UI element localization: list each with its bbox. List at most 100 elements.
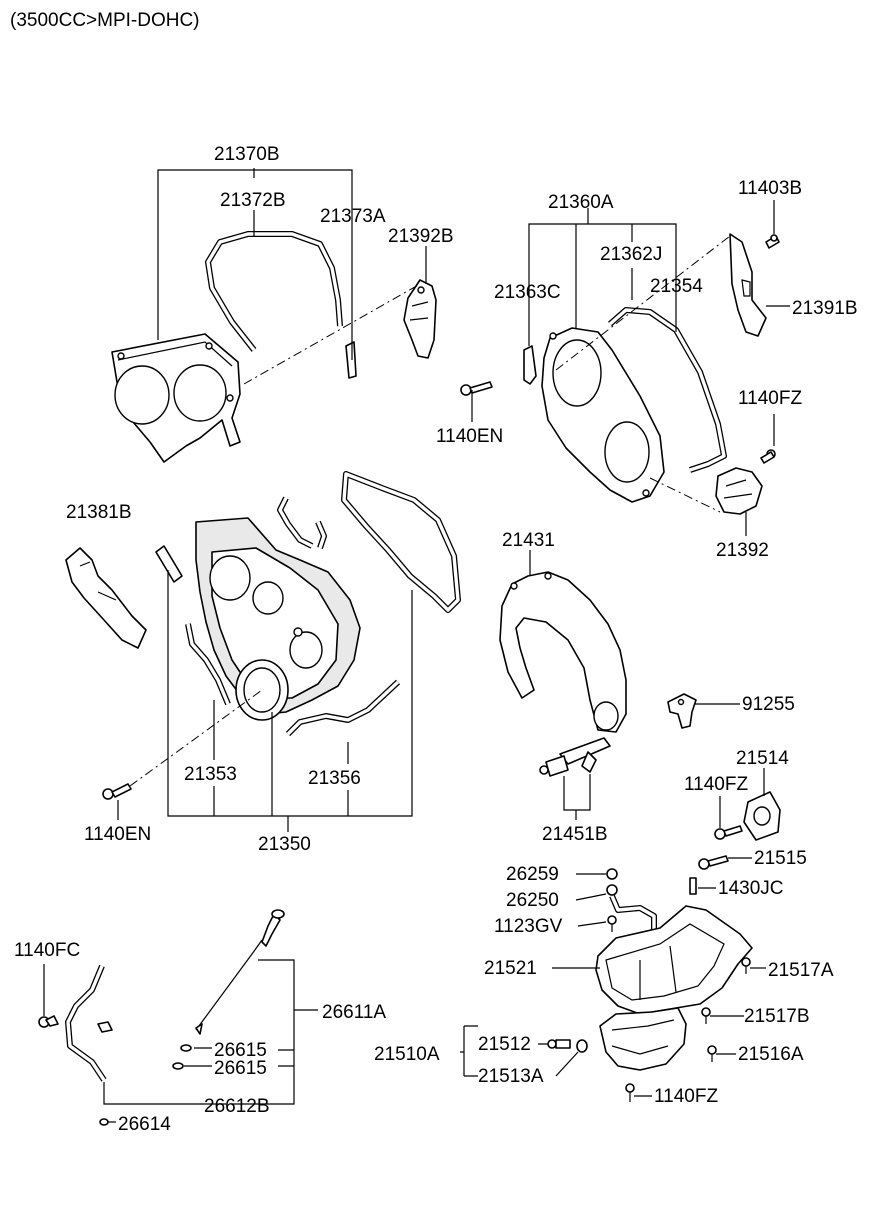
dipstick-26611A[interactable] — [195, 909, 285, 1035]
gasket-21513A[interactable] — [576, 1039, 588, 1053]
timing-cover-upper-left[interactable] — [111, 333, 241, 463]
label-26615-b: 26615 — [214, 1058, 267, 1079]
label-21381B: 21381B — [66, 502, 132, 523]
bolt-1140FZ-top[interactable] — [760, 449, 776, 464]
o-ring-26615-a[interactable] — [180, 1044, 192, 1052]
label-21362J: 21362J — [600, 244, 662, 265]
label-21514: 21514 — [736, 748, 789, 769]
gasket-21353[interactable] — [185, 623, 231, 706]
label-21512: 21512 — [478, 1034, 531, 1055]
label-1430JC: 1430JC — [718, 878, 784, 899]
plate-21431[interactable] — [499, 571, 627, 733]
seal-21353-ring[interactable] — [235, 659, 289, 721]
leader-21391B — [555, 235, 731, 371]
o-ring-26615-b[interactable] — [172, 1062, 184, 1070]
label-21521: 21521 — [484, 958, 537, 979]
label-21370B: 21370B — [214, 144, 280, 165]
bolt-1140EN-bottom[interactable] — [102, 783, 132, 800]
gasket-21356[interactable] — [285, 679, 401, 737]
label-21363C: 21363C — [494, 282, 561, 303]
label-21517B: 21517B — [744, 1006, 810, 1027]
label-1140FZ-mid: 1140FZ — [684, 774, 748, 795]
bracket-line-21350 — [167, 570, 413, 832]
label-1140FC: 1140FC — [14, 940, 80, 961]
cover-21514[interactable] — [743, 791, 781, 841]
pin-1430JC[interactable] — [689, 877, 697, 895]
label-1140FZ-top: 1140FZ — [738, 388, 802, 409]
seal-26250[interactable] — [606, 884, 618, 896]
label-21353: 21353 — [184, 764, 237, 785]
gasket-21373A[interactable] — [345, 341, 357, 379]
label-21356: 21356 — [308, 768, 361, 789]
label-26250: 26250 — [506, 890, 559, 911]
gasket-left-strip[interactable] — [155, 545, 183, 583]
label-26612B: 26612B — [204, 1096, 270, 1117]
label-21392: 21392 — [716, 540, 769, 561]
bracket-91255[interactable] — [667, 693, 697, 729]
label-21360A: 21360A — [548, 192, 614, 213]
label-11403B: 11403B — [738, 178, 802, 199]
label-1123GV: 1123GV — [494, 916, 563, 937]
bracket-line-26611A — [103, 959, 318, 1105]
bracket-line-21360A — [528, 208, 677, 346]
label-21391B: 21391B — [792, 298, 858, 319]
bracket-21381B[interactable] — [65, 547, 147, 649]
bracket-21392[interactable] — [715, 467, 763, 515]
bolt-1140EN-top[interactable] — [460, 381, 493, 396]
bolt-1140FZ-mid[interactable] — [714, 825, 743, 840]
label-91255: 91255 — [742, 694, 795, 715]
label-1140EN-top: 1140EN — [436, 426, 503, 447]
gasket-21354[interactable] — [608, 307, 727, 473]
gasket-21372B[interactable] — [205, 231, 343, 352]
leader-21392 — [649, 477, 721, 513]
label-26614: 26614 — [118, 1114, 171, 1135]
bolt-1140FZ-bottom[interactable] — [625, 1083, 635, 1102]
label-21517A: 21517A — [768, 960, 834, 981]
gasket-21350-main[interactable] — [341, 471, 461, 613]
bolt-21515[interactable] — [698, 855, 729, 870]
bracket-21391B[interactable] — [729, 233, 767, 337]
bolt-1140FC[interactable] — [38, 1015, 59, 1028]
bolt-11403B[interactable] — [765, 234, 780, 249]
bolt-21516A[interactable] — [707, 1045, 717, 1062]
sensor-21451B[interactable] — [539, 737, 611, 777]
label-26615-a: 26615 — [214, 1040, 267, 1061]
label-21392B: 21392B — [388, 226, 454, 247]
timing-cover-upper-right[interactable] — [541, 327, 665, 503]
label-21516A: 21516A — [738, 1044, 804, 1065]
label-21431: 21431 — [502, 530, 555, 551]
leader-21392B — [243, 283, 421, 385]
label-21350: 21350 — [258, 834, 311, 855]
label-26259: 26259 — [506, 864, 559, 885]
diagram-header: (3500CC>MPI-DOHC) — [10, 10, 200, 31]
gasket-21363C[interactable] — [523, 345, 537, 385]
bolt-1123GV[interactable] — [607, 915, 617, 932]
label-21372B: 21372B — [220, 190, 286, 211]
leader-26250 — [575, 893, 607, 901]
label-21451B: 21451B — [542, 824, 608, 845]
label-21515: 21515 — [754, 848, 807, 869]
label-1140FZ-bottom: 1140FZ — [654, 1086, 718, 1107]
bracket-line-21510A — [460, 1025, 579, 1077]
guide-tube-26612B[interactable] — [65, 964, 113, 1082]
label-21510A: 21510A — [374, 1044, 440, 1065]
lower-timing-cover-21350[interactable] — [195, 517, 361, 715]
bracket-21392B[interactable] — [403, 279, 437, 359]
drain-plug-21512[interactable] — [547, 1039, 571, 1049]
label-1140EN-bottom: 1140EN — [84, 824, 151, 845]
label-21373A: 21373A — [320, 206, 386, 227]
bracket-line-21370B — [157, 168, 353, 360]
nut-26259[interactable] — [606, 868, 618, 880]
oil-pan-upper-21521[interactable] — [595, 905, 753, 1015]
label-21354: 21354 — [650, 276, 703, 297]
leader-1123GV — [577, 921, 607, 927]
o-ring-26614[interactable] — [99, 1118, 109, 1126]
gasket-upper-clips[interactable] — [277, 496, 327, 549]
label-21513A: 21513A — [478, 1066, 544, 1087]
oil-pan-lower[interactable] — [599, 1007, 687, 1071]
bolt-21517A[interactable] — [741, 957, 751, 974]
bracket-line-21451B — [563, 774, 591, 820]
leader-1140EN-bottom — [129, 689, 263, 787]
bolt-21517B[interactable] — [701, 1007, 711, 1024]
